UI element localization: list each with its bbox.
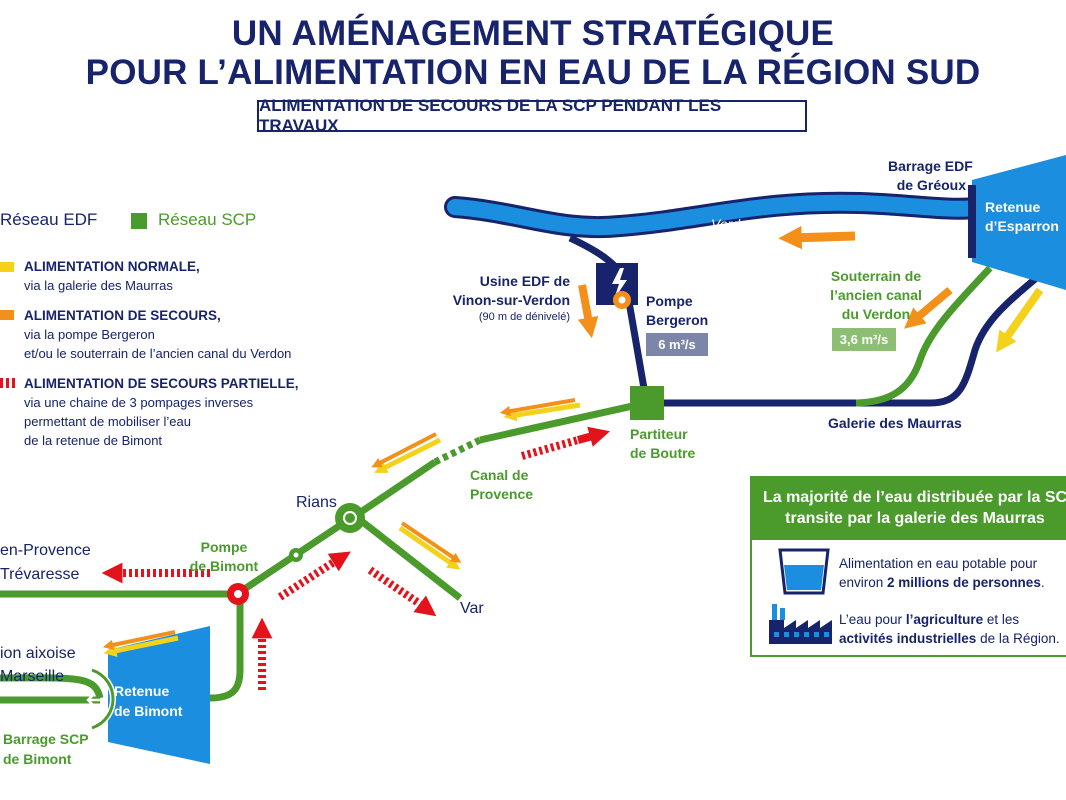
rians-node	[335, 503, 365, 533]
label-barrage-greoux-2: de Gréoux	[896, 177, 966, 193]
verdon-river-fill	[447, 194, 993, 236]
label-var: Var	[460, 600, 484, 617]
legend-partielle-line-2: permettant de mobiliser l’eau	[24, 414, 191, 429]
arrow-partielle-rians	[277, 558, 337, 601]
label-pompe-bimont-2: de Bimont	[189, 558, 259, 574]
label-usine-edf-2: Vinon-sur-Verdon	[452, 292, 570, 308]
legend-swatch-yellow	[0, 262, 14, 272]
info-box: La majorité de l’eau distribuée par la S…	[750, 476, 1066, 657]
arrow-normal-2	[503, 402, 581, 422]
label-retenue-bimont-1: Retenue	[114, 683, 170, 699]
subtitle: ALIMENTATION DE SECOURS DE LA SCP PENDAN…	[259, 96, 722, 135]
legend-secours-line-2: et/ou le souterrain de l’ancien canal du…	[24, 346, 292, 361]
legend-partielle-line-3: de la retenue de Bimont	[24, 433, 163, 448]
info-head-line-1: La majorité de l’eau distribuée par la S…	[762, 489, 1066, 506]
canal-de-provence-line	[479, 399, 647, 444]
label-barrage-bimont-2: de Bimont	[3, 751, 72, 767]
galerie-des-maurras-line	[656, 272, 1043, 407]
rians-to-var	[352, 513, 463, 601]
pompe-bergeron-icon	[613, 291, 631, 309]
label-retenue-esparron-1: Retenue	[985, 199, 1041, 215]
edf-line-bergeron	[624, 295, 650, 401]
retenue-esparron-shape	[972, 155, 1066, 290]
label-galerie-maurras: Galerie des Maurras	[828, 415, 962, 431]
line-to-marseille	[0, 674, 104, 699]
info-industry-line-2: activités industrielles de la Région.	[839, 631, 1060, 646]
arrow-normal-3	[374, 437, 442, 473]
label-verdon: Verdon	[711, 216, 756, 232]
arrow-secours-var	[400, 521, 462, 563]
label-aix-1: en-Provence	[0, 542, 91, 559]
legend-swatch-orange	[0, 310, 14, 320]
label-retenue-bimont-2: de Bimont	[114, 703, 183, 719]
legend-reseau-edf: Réseau EDF	[0, 210, 98, 229]
label-souterrain-3: du Verdon	[841, 306, 911, 322]
arrow-secours-souterrain	[904, 286, 953, 329]
retenue-bimont-shape	[108, 626, 210, 764]
label-pompe-bimont-1: Pompe	[200, 539, 248, 555]
info-industry-line-1: L’eau pour l’agriculture et les	[839, 612, 1020, 627]
info-water-line-2: environ 2 millions de personnes.	[839, 575, 1045, 590]
arrow-normal-1	[996, 287, 1044, 353]
title-line-2: POUR L’ALIMENTATION EN EAU DE LA RÉGION …	[85, 53, 981, 92]
badge-souterrain-flow: 3,6 m³/s	[832, 328, 896, 351]
arrow-normal-4	[398, 525, 461, 570]
canal-to-rians	[353, 459, 437, 519]
legend-normal-head: ALIMENTATION NORMALE,	[24, 259, 200, 274]
arrow-secours-verdon	[778, 225, 856, 250]
label-retenue-esparron-2: d’Esparron	[985, 218, 1059, 234]
label-partiteur-1: Partiteur	[630, 426, 688, 442]
souterrain-canal-verdon-line	[855, 265, 993, 407]
partiteur-boutre-node	[630, 386, 664, 420]
info-box-header: La majorité de l’eau distribuée par la S…	[752, 478, 1066, 540]
info-water-line-1: Alimentation en eau potable pour	[839, 556, 1038, 571]
label-usine-edf-note: (90 m de dénivelé)	[478, 311, 570, 323]
water-glass-icon	[778, 548, 830, 595]
label-aix-2: Trévaresse	[0, 566, 80, 583]
canal-de-provence-dashed	[433, 436, 482, 466]
label-marseille-2: Marseille	[0, 668, 65, 685]
label-usine-edf-1: Usine EDF de	[479, 273, 570, 289]
label-rians: Rians	[296, 494, 337, 511]
factory-icon	[769, 604, 832, 644]
label-souterrain-1: Souterrain de	[830, 268, 922, 284]
title-line-1: UN AMÉNAGEMENT STRATÉGIQUE	[231, 14, 835, 53]
arrow-partielle-var	[367, 566, 423, 608]
label-pompe-bergeron-2: Bergeron	[646, 312, 709, 328]
legend-secours-head: ALIMENTATION DE SECOURS,	[24, 308, 221, 323]
arrow-secours-canal	[499, 398, 576, 417]
legend-normal-line-1: via la galerie des Maurras	[24, 278, 173, 293]
label-partiteur-2: de Boutre	[630, 445, 696, 461]
label-canal-provence-1: Canal de	[470, 467, 529, 483]
label-barrage-greoux-1: Barrage EDF	[888, 158, 973, 174]
arrow-secours-vinon	[577, 284, 599, 339]
legend-reseau-scp: Réseau SCP	[158, 210, 257, 229]
arrow-normal-5	[103, 635, 179, 658]
pompe-rians-icon	[289, 548, 303, 562]
legend-partielle-head: ALIMENTATION DE SECOURS PARTIELLE,	[24, 376, 299, 391]
arrow-secours-marseille	[102, 630, 176, 651]
bimont-vertical-line	[209, 598, 244, 702]
info-head-line-2: transite par la galerie des Maurras	[785, 510, 1045, 527]
legend-partielle-line-1: via une chaine de 3 pompages inverses	[24, 395, 254, 410]
subtitle-box: ALIMENTATION DE SECOURS DE LA SCP PENDAN…	[257, 96, 807, 135]
badge-bergeron-flow: 6 m³/s	[646, 333, 708, 356]
legend-secours-line-1: via la pompe Bergeron	[24, 327, 155, 342]
pompe-bimont-icon	[227, 583, 249, 605]
label-marseille-1: ion aixoise	[0, 645, 76, 662]
label-canal-provence-2: Provence	[470, 486, 534, 502]
label-barrage-bimont-1: Barrage SCP	[3, 731, 89, 747]
legend-swatch-red	[0, 378, 15, 388]
arrow-secours-canal-2	[371, 432, 437, 468]
label-pompe-bergeron-1: Pompe	[646, 293, 693, 309]
label-souterrain-2: l’ancien canal	[830, 287, 922, 303]
arrow-partielle-boutre	[520, 436, 580, 460]
